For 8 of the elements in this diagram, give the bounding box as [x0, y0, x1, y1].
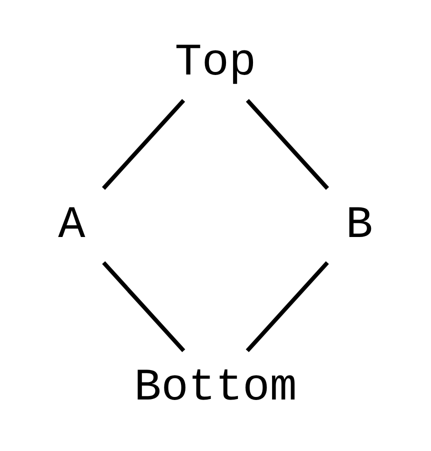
node-text: Bottom — [134, 361, 297, 414]
connector — [246, 261, 329, 352]
connector — [102, 261, 186, 352]
node-text: A — [58, 199, 86, 252]
connector — [246, 98, 330, 190]
node-text: B — [346, 199, 373, 252]
node-text: Top — [174, 36, 256, 89]
connector — [102, 98, 186, 190]
